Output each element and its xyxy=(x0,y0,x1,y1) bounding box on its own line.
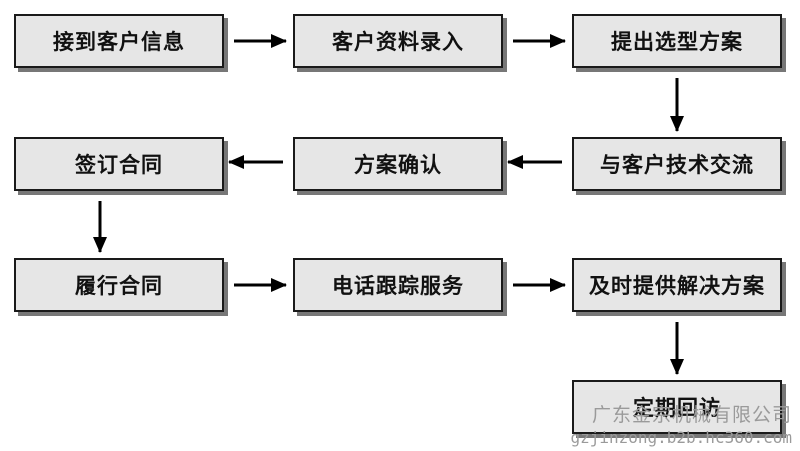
step-phone-follow-up-service: 电话跟踪服务 xyxy=(293,258,503,312)
step-label: 提出选型方案 xyxy=(611,30,743,54)
step-label: 方案确认 xyxy=(354,153,442,177)
step-plan-confirmation: 方案确认 xyxy=(293,137,503,191)
step-technical-exchange: 与客户技术交流 xyxy=(572,137,782,191)
step-label: 及时提供解决方案 xyxy=(589,274,765,298)
watermark-company-name: 广东金宗机械有限公司 xyxy=(591,404,792,426)
step-regular-return-visit: 定期回访 xyxy=(572,380,782,434)
step-sign-contract: 签订合同 xyxy=(14,137,224,191)
step-label: 与客户技术交流 xyxy=(600,153,754,177)
step-label: 接到客户信息 xyxy=(53,30,185,54)
step-timely-solutions: 及时提供解决方案 xyxy=(572,258,782,312)
step-label: 签订合同 xyxy=(75,153,163,177)
step-propose-selection-plan: 提出选型方案 xyxy=(572,14,782,68)
step-receive-customer-info: 接到客户信息 xyxy=(14,14,224,68)
step-fulfill-contract: 履行合同 xyxy=(14,258,224,312)
step-label: 定期回访 xyxy=(633,396,721,420)
step-label: 履行合同 xyxy=(75,274,163,298)
watermark-url: gzjinzong.b2b.hc360.com xyxy=(570,428,792,447)
step-customer-data-entry: 客户资料录入 xyxy=(293,14,503,68)
step-label: 电话跟踪服务 xyxy=(332,274,464,298)
step-label: 客户资料录入 xyxy=(332,30,464,54)
